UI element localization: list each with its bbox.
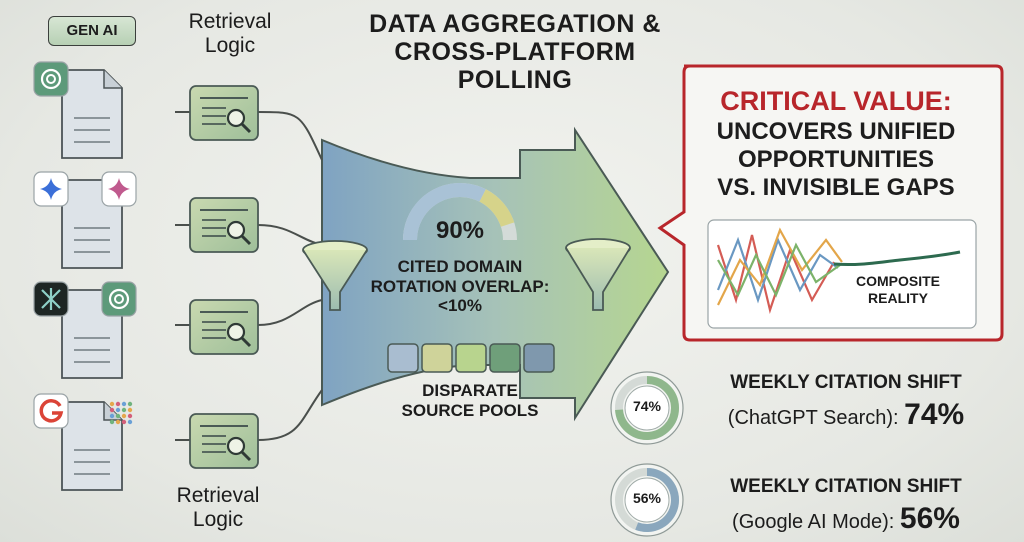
perplexity-logo-icon xyxy=(33,281,69,317)
cited-line-3: <10% xyxy=(438,296,482,316)
composite-line-2: REALITY xyxy=(868,289,928,306)
left-funnel-icon xyxy=(302,240,368,311)
source-pools-label: DISPARATE SOURCE POOLS xyxy=(370,381,570,422)
title-line-1: DATA AGGREGATION & xyxy=(369,10,661,38)
gemini-star-icon xyxy=(33,171,69,207)
retrieval-logic-bottom-label: Retrieval Logic xyxy=(176,484,260,532)
chatgpt-shift-value: 74% xyxy=(904,398,965,431)
cited-line-1: CITED DOMAIN xyxy=(397,257,523,276)
pools-line-2: SOURCE POOLS xyxy=(401,401,539,421)
shift-rings xyxy=(610,371,684,537)
google-shift-line: (Google AI Mode): 56% xyxy=(686,502,1006,536)
retrieval-logic-icon xyxy=(189,413,259,469)
gen-ai-badge: GEN AI xyxy=(48,16,136,46)
google-shift-value: 56% xyxy=(899,502,960,535)
source-document xyxy=(61,69,123,159)
retrieval-logic-icon xyxy=(189,197,259,253)
title-line-2: CROSS-PLATFORM xyxy=(394,38,636,66)
composite-reality-label: COMPOSITE REALITY xyxy=(838,273,958,307)
pools-line-1: DISPARATE xyxy=(422,381,518,400)
chatgpt-logo-icon xyxy=(101,281,137,317)
google-g-icon xyxy=(33,393,69,429)
retrieval-logic-icon xyxy=(189,299,259,355)
source-pool-segment xyxy=(489,343,521,373)
critical-line-1: UNCOVERS UNIFIED xyxy=(716,118,956,145)
source-documents xyxy=(33,61,137,491)
cited-domain-overlap: CITED DOMAIN ROTATION OVERLAP: <10% xyxy=(360,257,560,316)
retrieval-logic-top-label: Retrieval Logic xyxy=(188,10,272,58)
source-pool-segment xyxy=(421,343,453,373)
source-pool-segment xyxy=(455,343,487,373)
gauge-value: 90% xyxy=(435,217,485,244)
chatgpt-logo-icon xyxy=(33,61,69,97)
chatgpt-shift-source: (ChatGPT Search): xyxy=(727,407,905,429)
retrieval-logic-boxes xyxy=(189,85,259,469)
source-pool-segment xyxy=(387,343,419,373)
title-line-3: POLLING xyxy=(457,66,573,94)
critical-value-callout xyxy=(657,64,1004,342)
google-ai-dots-icon xyxy=(109,401,133,425)
chatgpt-ring-label: 74% xyxy=(632,398,662,414)
page-title: DATA AGGREGATION & CROSS-PLATFORM POLLIN… xyxy=(330,10,700,94)
connector-lines xyxy=(175,111,323,441)
critical-line-2: OPPORTUNITIES xyxy=(737,145,935,173)
critical-line-3: VS. INVISIBLE GAPS xyxy=(717,173,955,201)
google-ring-label: 56% xyxy=(632,490,662,506)
composite-reality-chart xyxy=(716,227,961,314)
right-funnel-icon xyxy=(565,238,631,311)
chatgpt-shift-title: WEEKLY CITATION SHIFT xyxy=(730,372,962,393)
source-pools-bar xyxy=(387,343,555,373)
google-shift-title: WEEKLY CITATION SHIFT xyxy=(730,476,962,497)
source-pool-segment xyxy=(523,343,555,373)
cited-line-2: ROTATION OVERLAP: xyxy=(370,276,550,296)
chatgpt-shift-line: (ChatGPT Search): 74% xyxy=(686,398,1006,432)
retrieval-logic-icon xyxy=(189,85,259,141)
composite-line-1: COMPOSITE xyxy=(855,273,940,289)
shift-ring xyxy=(610,371,684,445)
critical-value-body: UNCOVERS UNIFIED OPPORTUNITIES VS. INVIS… xyxy=(686,118,986,201)
gemini-color-icon xyxy=(101,171,137,207)
overlap-gauge xyxy=(403,183,517,241)
google-shift-source: (Google AI Mode): xyxy=(732,511,900,533)
shift-ring xyxy=(610,463,684,537)
critical-value-heading: CRITICAL VALUE: xyxy=(720,86,952,116)
